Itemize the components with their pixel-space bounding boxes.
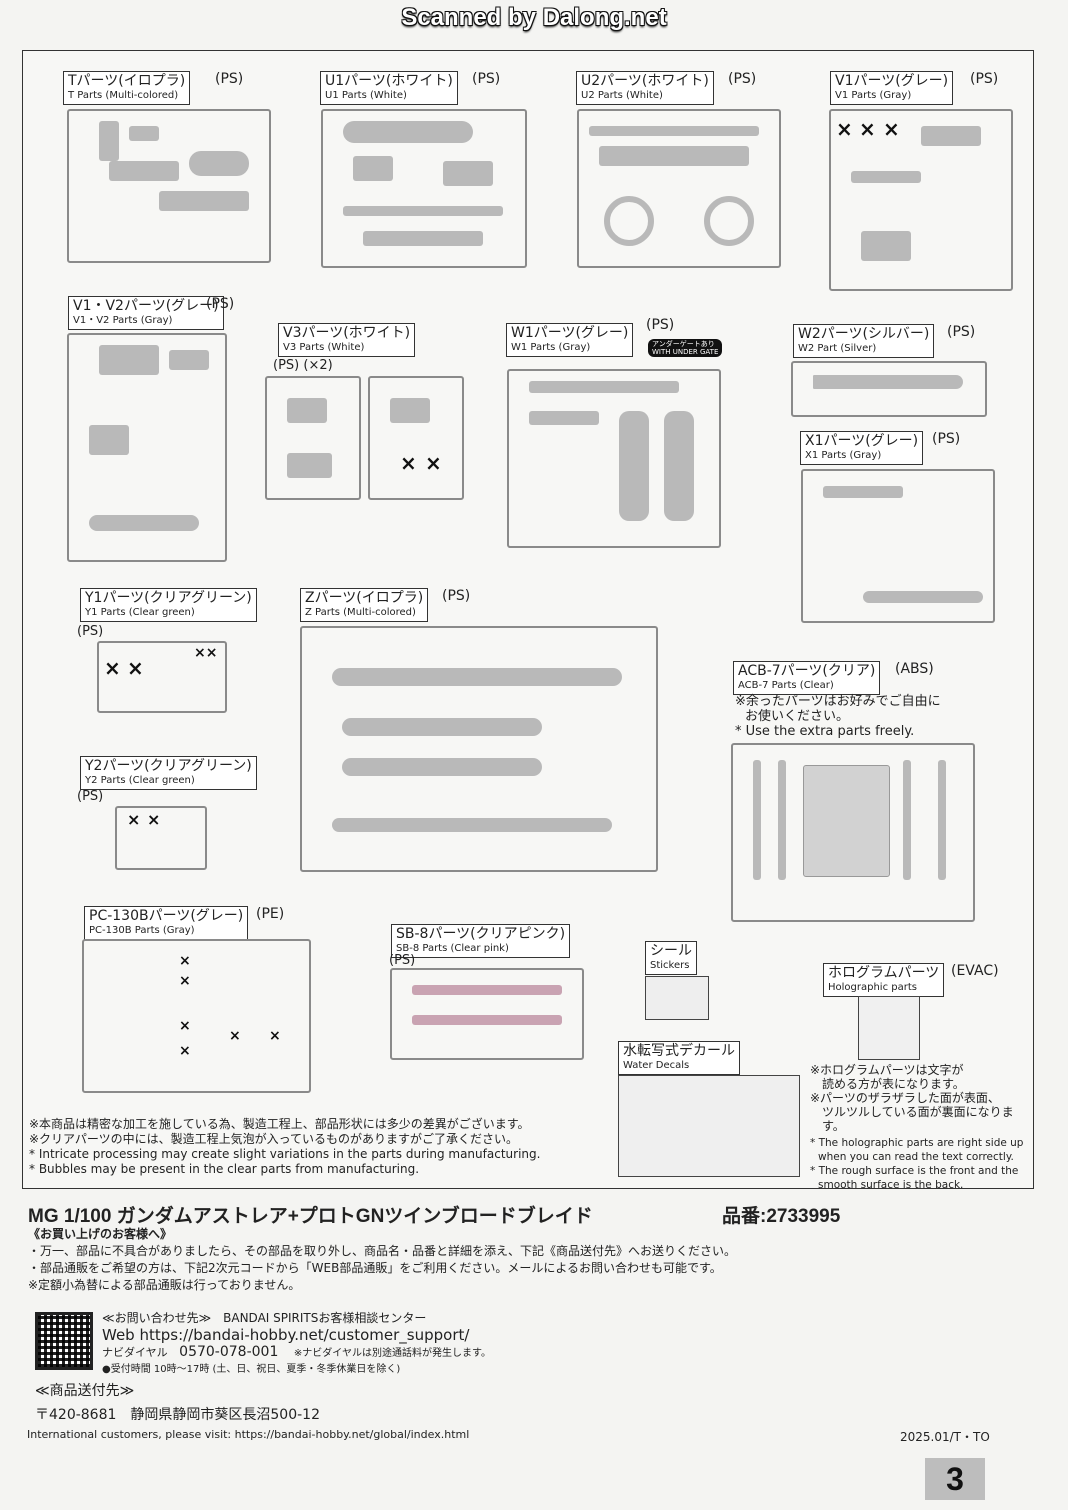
- runner-sb8: [390, 968, 584, 1060]
- runner-x1: [801, 469, 995, 623]
- section-label-sb8: SB-8パーツ(クリアピンク)SB-8 Parts (Clear pink): [391, 924, 571, 958]
- section-label-z: Zパーツ(イロプラ)Z Parts (Multi-colored) (PS): [300, 588, 470, 622]
- page-number: 3: [925, 1458, 985, 1500]
- runner-pc130b: × × × × × ×: [82, 939, 311, 1093]
- runner-t: [67, 109, 271, 263]
- holo-note: ※ホログラムパーツは文字が 読める方が表になります。 ※パーツのザラザラした面が…: [810, 1063, 1024, 1191]
- international-note: International customers, please visit: h…: [27, 1428, 470, 1441]
- section-label-x1: X1パーツ(グレー)X1 Parts (Gray) (PS): [800, 431, 960, 465]
- footer: MG 1/100 ガンダムアストレア+プロトGNツインブロードブレイド 品番:2…: [22, 1198, 1032, 1294]
- watermark: Scanned by Dalong.net: [401, 4, 667, 31]
- runner-v1v2: [67, 333, 227, 562]
- customer-notes: 《お買い上げのお客様へ》 ・万一、部品に不具合がありましたら、その部品を取り外し…: [28, 1227, 737, 1292]
- decal-sheet: [618, 1075, 800, 1177]
- section-label-y2: Y2パーツ(クリアグリーン)Y2 Parts (Clear green): [80, 756, 257, 790]
- section-label-u1: U1パーツ(ホワイト)U1 Parts (White) (PS): [320, 71, 500, 105]
- runner-u1: [321, 109, 527, 268]
- runner-w2: [791, 361, 987, 417]
- qr-code[interactable]: [35, 1312, 93, 1370]
- acb7-note: ※余ったパーツはお好みでご自由に お使いください。 * Use the extr…: [735, 694, 941, 739]
- sb8-material: (PS): [389, 953, 416, 968]
- item-number: 品番:2733995: [722, 1206, 841, 1227]
- product-name: MG 1/100 ガンダムアストレア+プロトGNツインブロードブレイド: [28, 1206, 593, 1227]
- runner-y1: × × ××: [97, 641, 227, 713]
- runner-z: [300, 626, 658, 872]
- print-code: 2025.01/T・TO: [900, 1430, 990, 1444]
- section-label-v3: V3パーツ(ホワイト)V3 Parts (White): [278, 323, 416, 357]
- runner-u2: [577, 109, 781, 268]
- section-label-w2: W2パーツ(シルバー)W2 Part (Silver) (PS): [793, 324, 975, 358]
- runner-acb7: [731, 743, 975, 922]
- shipping-address: ≪商品送付先≫ 〒420-8681 静岡県静岡市葵区長沼500-12: [35, 1383, 320, 1423]
- runner-v3-a: [265, 376, 361, 500]
- support-url[interactable]: Web https://bandai-hobby.net/customer_su…: [102, 1326, 470, 1344]
- sticker-sheet: [645, 976, 709, 1020]
- runner-v1: × × ×: [829, 109, 1013, 291]
- v3-material: (PS) (×2): [273, 358, 333, 373]
- y1-material: (PS): [77, 624, 104, 639]
- runner-w1: [507, 369, 721, 548]
- section-label-v1: V1パーツ(グレー)V1 Parts (Gray) (PS): [830, 71, 998, 105]
- section-label-u2: U2パーツ(ホワイト)U2 Parts (White) (PS): [576, 71, 756, 105]
- holo-sheet: [858, 996, 920, 1060]
- y2-material: (PS): [77, 789, 104, 804]
- section-label-w1: W1パーツ(グレー)W1 Parts (Gray) (PS): [506, 318, 674, 357]
- runner-y2: × ×: [115, 806, 207, 870]
- section-label-v1v2: V1・V2パーツ(グレー)V1・V2 Parts (Gray) (PS): [68, 296, 234, 330]
- parts-frame: Tパーツ(イロプラ)T Parts (Multi-colored) (PS) U…: [22, 50, 1034, 1191]
- section-label-pc130b: PC-130Bパーツ(グレー)PC-130B Parts (Gray) (PE): [84, 906, 284, 940]
- section-label-y1: Y1パーツ(クリアグリーン)Y1 Parts (Clear green): [80, 588, 257, 622]
- section-label-acb7: ACB-7パーツ(クリア)ACB-7 Parts (Clear) (ABS): [733, 661, 934, 695]
- manufacturing-note: ※本商品は精密な加工を施している為、製造工程上、部品形状には多少の差異がございま…: [29, 1117, 541, 1176]
- contact-info: ≪お問い合わせ先≫ BANDAI SPIRITSお客様相談センター Web ht…: [102, 1311, 491, 1375]
- section-label-t: Tパーツ(イロプラ)T Parts (Multi-colored) (PS): [63, 71, 243, 105]
- runner-v3-b: × ×: [368, 376, 464, 500]
